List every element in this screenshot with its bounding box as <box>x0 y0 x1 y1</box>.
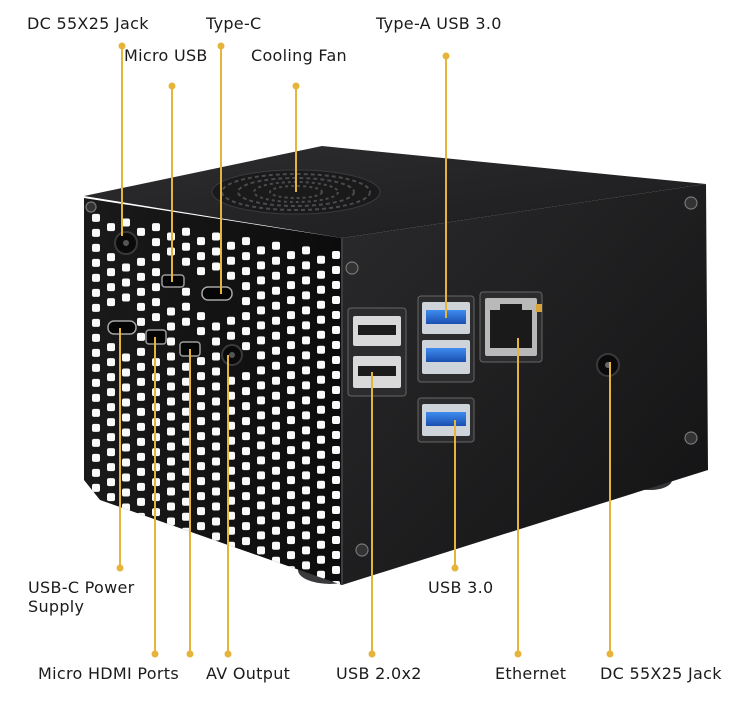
dc-jack-right-port <box>596 353 620 377</box>
case-right-face <box>342 184 708 585</box>
label-usb-3: USB 3.0 <box>428 578 494 597</box>
label-av-output: AV Output <box>206 664 291 683</box>
case-left-face <box>84 198 342 585</box>
leader-lines <box>116 42 614 658</box>
case-screws <box>85 196 698 557</box>
ethernet-port <box>479 291 543 363</box>
label-usb-2x2: USB 2.0x2 <box>336 664 422 683</box>
label-type-c: Type-C <box>206 14 262 33</box>
case-top-face <box>84 146 706 238</box>
label-micro-hdmi: Micro HDMI Ports <box>38 664 179 683</box>
label-ethernet: Ethernet <box>495 664 567 683</box>
label-type-a-usb3: Type-A USB 3.0 <box>376 14 502 33</box>
label-micro-usb: Micro USB <box>124 46 208 65</box>
usb-3-port <box>417 397 475 443</box>
label-cooling-fan: Cooling Fan <box>251 46 348 65</box>
usb-2-ports <box>347 307 407 397</box>
type-c-port <box>201 286 233 301</box>
label-dc-jack-top: DC 55X25 Jack <box>27 14 149 33</box>
usb-c-power-port <box>107 320 137 335</box>
label-usb-c-power: USB-C Power Supply <box>28 578 135 616</box>
label-dc-jack-right: DC 55X25 Jack <box>600 664 722 683</box>
